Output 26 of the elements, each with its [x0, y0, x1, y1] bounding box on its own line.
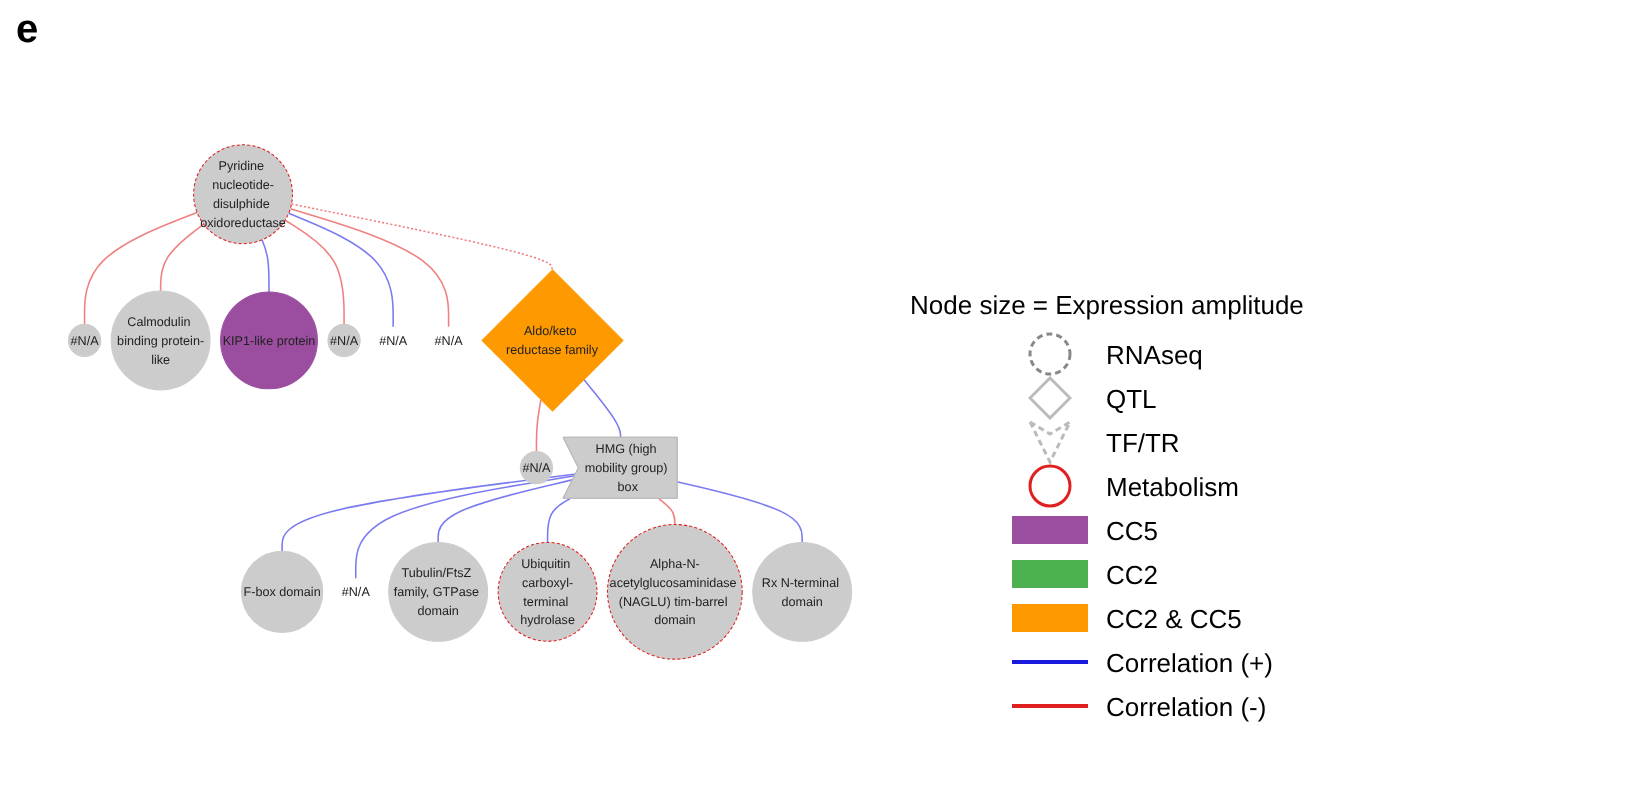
connector — [83, 211, 198, 326]
connector — [289, 207, 450, 328]
connector — [284, 219, 345, 326]
connector — [261, 239, 270, 293]
legend-label: CC2 & CC5 — [1106, 603, 1242, 633]
legend-label: CC5 — [1106, 515, 1159, 545]
connector — [535, 399, 542, 453]
connector — [582, 378, 622, 439]
connector — [658, 497, 676, 526]
connector — [287, 212, 394, 328]
connector — [281, 473, 577, 552]
connector — [546, 497, 571, 544]
legend-label: Correlation (-) — [1106, 691, 1267, 721]
legend-heading: Node size = Expression amplitude — [910, 290, 1304, 320]
connector — [354, 474, 576, 579]
legend-label: QTL — [1106, 383, 1157, 413]
connector — [159, 223, 205, 292]
connector — [290, 203, 553, 271]
legend-label: Metabolism — [1106, 471, 1239, 501]
connector — [676, 481, 803, 544]
panel-letter: e — [16, 8, 39, 54]
legend-label: Correlation (+) — [1106, 647, 1273, 677]
connector — [437, 478, 574, 544]
legend-label: RNAseq — [1106, 339, 1203, 369]
legend-label: CC2 — [1106, 559, 1159, 589]
legend-label: TF/TR — [1106, 427, 1180, 457]
